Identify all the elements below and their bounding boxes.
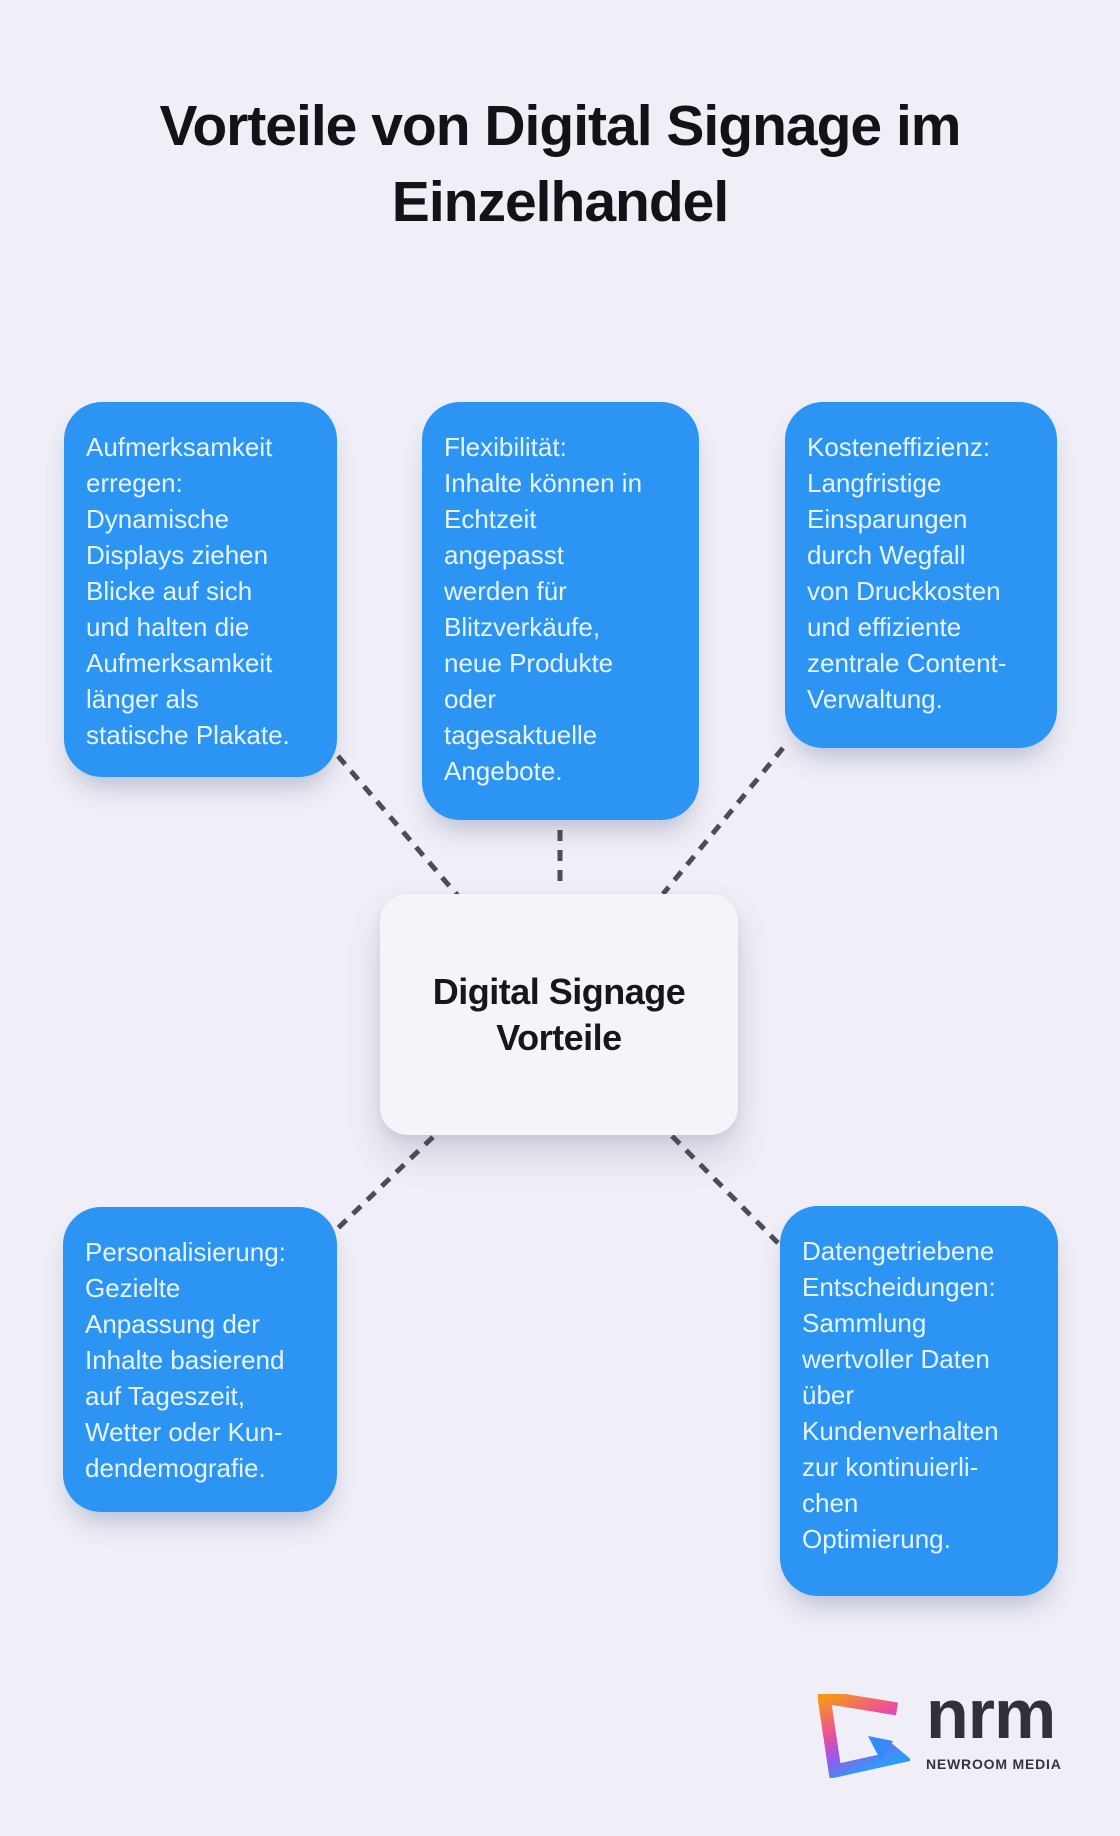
logo-wordmark: nrm: [926, 1675, 1056, 1753]
benefit-card-text: Datengetriebene Entscheidungen: Sammlung…: [802, 1236, 999, 1554]
newroom-media-logo: nrm NEWROOM MEDIA: [818, 1679, 1062, 1778]
benefit-card-text: Aufmerksamkeit erregen: Dynamische Displ…: [86, 432, 290, 750]
benefit-card-text: Kosteneffizienz: Langfristige Einsparung…: [807, 432, 1007, 714]
benefit-card-flexibilitaet: Flexibilität: Inhalte können in Echtzeit…: [422, 402, 699, 820]
center-node: Digital Signage Vorteile: [380, 894, 738, 1135]
benefit-card-personalisierung: Personalisierung: Gezielte Anpassung der…: [63, 1207, 337, 1512]
connector-center-card4: [334, 1135, 435, 1232]
page-title: Vorteile von Digital Signage im Einzelha…: [159, 94, 962, 234]
logo-subtitle: NEWROOM MEDIA: [926, 1756, 1062, 1772]
center-node-label: Digital Signage Vorteile: [432, 970, 686, 1058]
benefit-card-kosteneffizienz: Kosteneffizienz: Langfristige Einsparung…: [785, 402, 1057, 748]
benefit-card-text: Flexibilität: Inhalte können in Echtzeit…: [444, 432, 643, 786]
newroom-media-g-icon: [818, 1694, 910, 1778]
benefit-card-aufmerksamkeit: Aufmerksamkeit erregen: Dynamische Displ…: [64, 402, 337, 777]
benefit-card-datengetrieben: Datengetriebene Entscheidungen: Sammlung…: [780, 1206, 1058, 1596]
connector-center-card5: [670, 1134, 780, 1245]
benefit-card-text: Personalisierung: Gezielte Anpassung der…: [85, 1237, 286, 1483]
logo-text-block: nrm NEWROOM MEDIA: [926, 1679, 1062, 1772]
